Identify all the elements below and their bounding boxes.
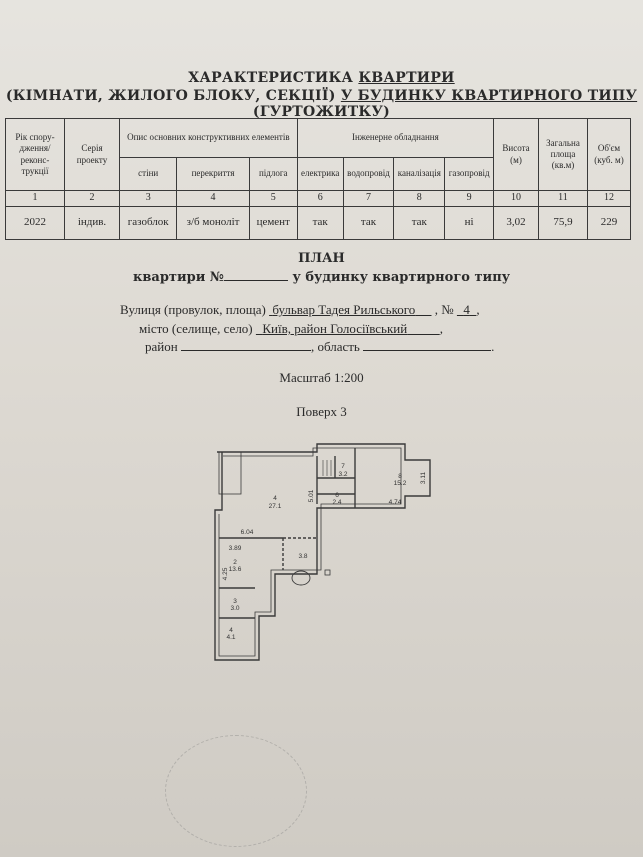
room-area: 15.2: [394, 480, 407, 487]
district-label: район: [145, 339, 178, 354]
room-area: 3.2: [338, 471, 347, 478]
region-blank: [363, 339, 492, 351]
value-electric: так: [296, 205, 344, 240]
faded-stamp: [165, 735, 307, 847]
room-label: 7: [341, 463, 345, 470]
dimension-label: 6.04: [241, 529, 254, 536]
balcony: [218, 451, 242, 495]
room-label: 3: [233, 598, 237, 605]
value-sewer: так: [393, 205, 446, 240]
room-area: 27.1: [269, 503, 282, 510]
district-line: район , область .: [145, 339, 495, 354]
th-year: Рік спору-дження/ реконс-трукції: [5, 118, 65, 191]
th-sewer: каналізація: [393, 157, 446, 191]
street-line: Вулиця (провулок, площа) бульвар Тадея Р…: [120, 302, 480, 317]
plan-subtitle-b: у будинку квартирного типу: [288, 270, 511, 285]
room-area: 3.0: [230, 605, 239, 612]
col-num: 3: [118, 190, 178, 207]
dimension-label: 5.01: [308, 489, 315, 502]
room-area: 4.1: [226, 634, 235, 641]
district-blank: [180, 339, 311, 351]
house-number-value: 4: [457, 302, 477, 317]
title2-part-c: (ГУРТОЖИТКУ): [252, 104, 391, 120]
region-label: , область: [310, 339, 360, 354]
th-area: Загальна площа (кв.м): [538, 118, 588, 191]
scale-text: Масштаб 1:200: [279, 370, 364, 385]
value-floor: цемент: [248, 205, 298, 240]
th-gas: газопровід: [444, 157, 494, 191]
house-number-label: , №: [434, 302, 454, 317]
value-overlap: з/б моноліт: [176, 205, 250, 240]
city-label: місто (селище, село): [139, 321, 253, 336]
floor-text: Поверх 3: [296, 404, 347, 419]
dimension-label: 3.11: [420, 472, 427, 485]
title-prefix: ХАРАКТЕРИСТИКА: [188, 70, 359, 86]
plan-title: ПЛАН: [298, 251, 345, 266]
city-value: Київ, район Голосіївський: [256, 321, 440, 336]
floor-plan-drawing: 7 3.2 8 15.2 4 27.1 6 2.4 2 13.6 3 3.0 4…: [214, 443, 431, 661]
value-walls: газоблок: [118, 205, 178, 240]
table-number-row: 1 2 3 4 5 6 7 8 9 10 11 12: [5, 190, 631, 207]
street-value-text: бульвар Тадея Рильського: [272, 302, 416, 317]
col-num: 11: [538, 190, 588, 207]
title-underlined: КВАРТИРИ: [358, 70, 455, 86]
table-value-row: 2022 індив. газоблок з/б моноліт цемент …: [5, 205, 631, 240]
col-num: 7: [342, 190, 395, 207]
house-number-text: 4: [463, 302, 470, 317]
col-num: 5: [248, 190, 298, 207]
th-series: Серія проекту: [64, 118, 120, 191]
value-year: 2022: [5, 205, 65, 240]
room-label: 2: [233, 559, 237, 566]
col-num: 9: [444, 190, 494, 207]
th-height: Висота (м): [493, 118, 539, 191]
bath-fixture: [291, 570, 311, 586]
apartment-spec-table: Рік спору-дження/ реконс-трукції Серія п…: [5, 118, 631, 240]
col-num: 8: [393, 190, 446, 207]
outer-wall: [214, 443, 431, 661]
room-label: 8: [398, 473, 402, 480]
dimension-label: 4.25: [222, 567, 229, 580]
dimension-label: 3.89: [229, 545, 242, 552]
room-area: 13.6: [229, 566, 242, 573]
room-area: 2.4: [332, 499, 341, 506]
value-height: 3,02: [493, 205, 539, 240]
street-label: Вулиця (провулок, площа): [120, 302, 266, 317]
value-series: індив.: [64, 205, 120, 240]
col-num: 10: [493, 190, 539, 207]
th-engineering-group: Інженерне обладнання: [296, 118, 495, 158]
dimension-label: 4.74: [389, 499, 402, 506]
col-num: 1: [5, 190, 65, 207]
apartment-number-blank: [224, 269, 288, 281]
value-area: 75,9: [538, 205, 588, 240]
city-line: місто (селище, село) Київ, район Голосії…: [139, 321, 443, 336]
title2-part-a: (КІМНАТИ, ЖИЛОГО БЛОКУ, СЕКЦІЇ): [5, 88, 341, 104]
room-label: 4: [229, 627, 233, 634]
outer-wall-inner: [218, 447, 402, 657]
plan-subtitle-a: квартири №: [132, 270, 224, 285]
street-value: бульвар Тадея Рильського: [269, 302, 431, 317]
col-num: 6: [296, 190, 344, 207]
th-overlap: перекриття: [176, 157, 250, 191]
th-floor: підлога: [248, 157, 298, 191]
col-num: 2: [64, 190, 120, 207]
document-title-line2: (КІМНАТИ, ЖИЛОГО БЛОКУ, СЕКЦІЇ) У БУДИНК…: [0, 88, 643, 120]
value-water: так: [342, 205, 395, 240]
plan-subtitle: квартири № у будинку квартирного типу: [0, 269, 643, 285]
th-water: водопровід: [342, 157, 395, 191]
col-num: 12: [587, 190, 631, 207]
room-label: 4: [273, 495, 277, 502]
th-electric: електрика: [296, 157, 344, 191]
th-structure-group: Опис основних конструктивних елементів: [119, 118, 298, 158]
th-volume: Об'єм (куб. м): [587, 118, 631, 191]
value-gas: ні: [444, 205, 494, 240]
col-num: 4: [176, 190, 250, 207]
room-label: 6: [335, 492, 339, 499]
th-walls: стіни: [118, 157, 178, 191]
value-volume: 229: [587, 205, 631, 240]
title2-part-b: У БУДИНКУ КВАРТИРНОГО ТИПУ: [340, 88, 638, 104]
dimension-label: 3.8: [298, 553, 307, 560]
document-title-line1: ХАРАКТЕРИСТИКА КВАРТИРИ: [0, 70, 643, 86]
city-value-text: Київ, район Голосіївський: [262, 321, 408, 336]
